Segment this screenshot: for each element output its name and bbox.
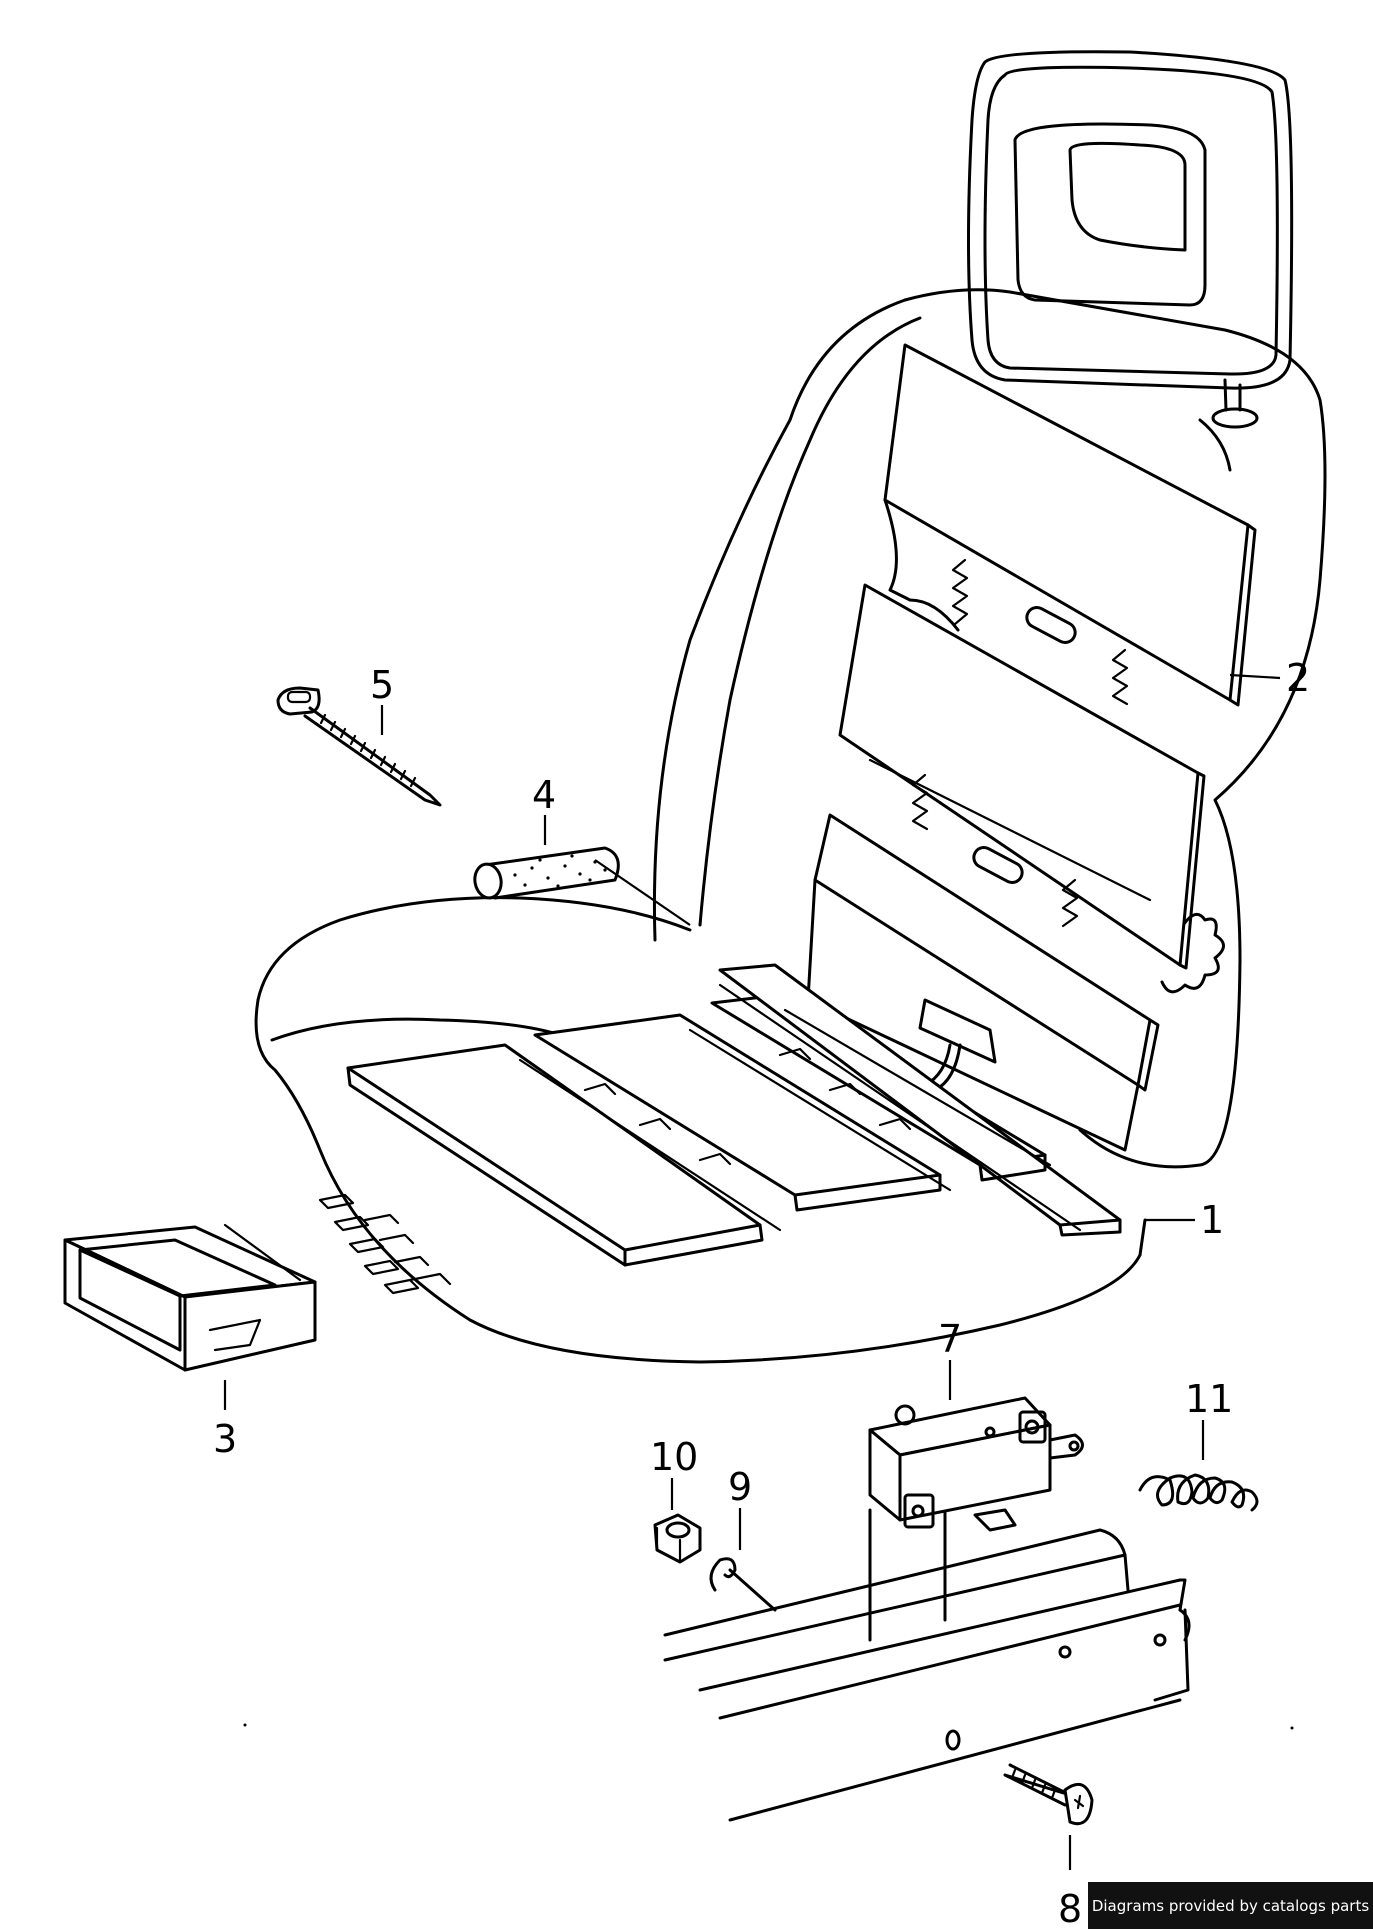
stray-dot <box>243 1723 247 1727</box>
callout-1: 1 <box>1200 1198 1224 1242</box>
part-10-nut <box>653 1513 702 1564</box>
clip-tabs <box>318 1193 452 1295</box>
part-4-roll <box>473 846 620 900</box>
headrest <box>967 50 1294 429</box>
backrest-heating-pads <box>806 343 1257 1152</box>
leader-lines <box>223 673 1281 1870</box>
callout-4: 4 <box>532 773 556 817</box>
stray-dot <box>1290 1726 1294 1730</box>
seat-rail <box>663 1508 1191 1822</box>
part-11-spring <box>1138 1473 1259 1512</box>
backrest <box>652 288 1327 1169</box>
callout-labels: 1 2 3 4 5 7 8 9 10 11 <box>213 656 1310 1929</box>
part-7-switch <box>868 1396 1084 1532</box>
seat-cushion <box>254 896 1147 1364</box>
part-3-housing <box>63 1223 317 1372</box>
part-8-screw <box>945 1729 1094 1826</box>
callout-5: 5 <box>370 663 394 707</box>
callout-11: 11 <box>1185 1377 1233 1421</box>
diagram-credit: Diagrams provided by catalogs parts <box>1088 1882 1373 1929</box>
callout-8: 8 <box>1058 1887 1082 1929</box>
callout-9: 9 <box>728 1465 752 1509</box>
seat-heating-pads <box>346 963 1122 1267</box>
part-9-clip <box>709 1557 777 1612</box>
callout-7: 7 <box>938 1317 962 1361</box>
callout-3: 3 <box>213 1417 237 1461</box>
part-5-cable-tie <box>276 686 442 807</box>
callout-10: 10 <box>650 1435 698 1479</box>
callout-2: 2 <box>1286 656 1310 700</box>
